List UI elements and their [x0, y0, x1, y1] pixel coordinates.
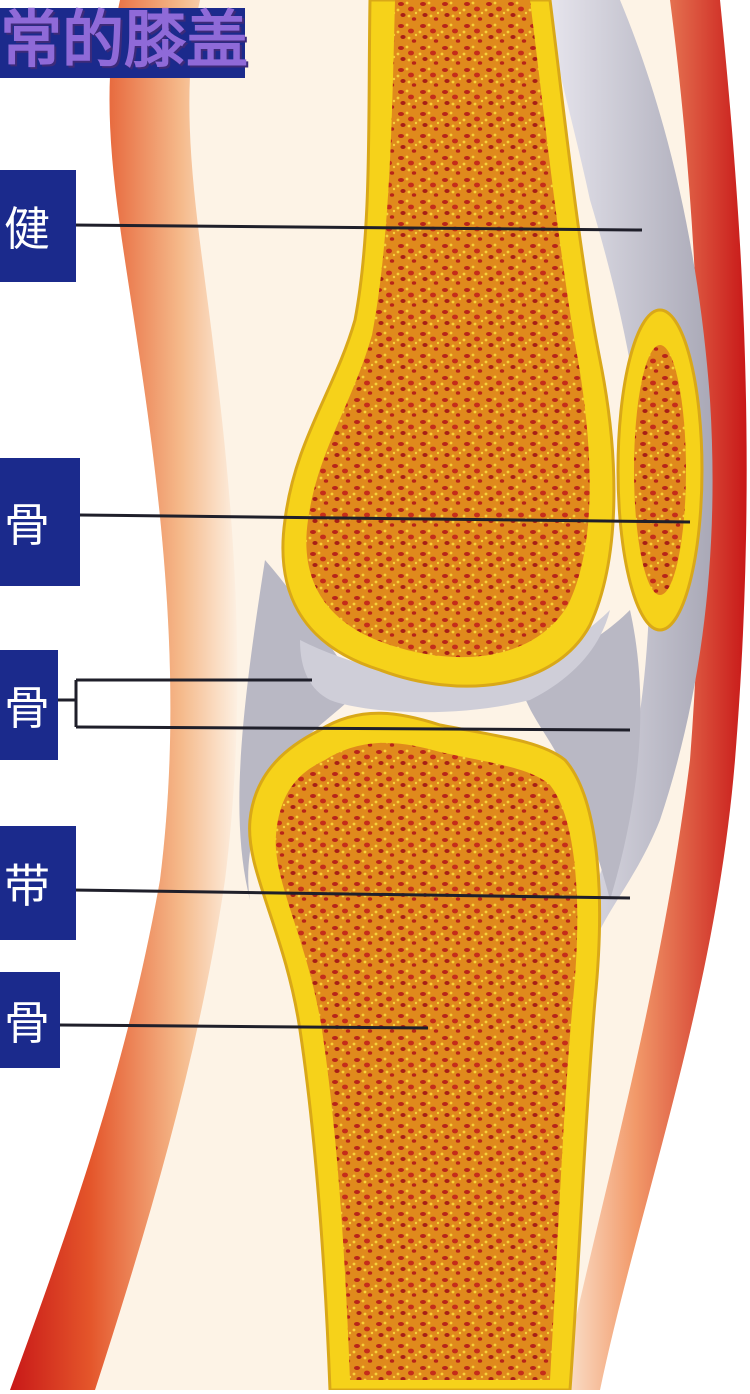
label-tibia: 骨: [0, 972, 60, 1068]
label-tendon: 健: [0, 170, 76, 282]
page-title: 常的膝盖: [0, 0, 310, 80]
label-ligament: 带: [0, 826, 76, 940]
label-patella: 骨: [0, 458, 80, 586]
patella-spongy: [634, 345, 686, 595]
label-cartilage: 骨: [0, 650, 58, 760]
